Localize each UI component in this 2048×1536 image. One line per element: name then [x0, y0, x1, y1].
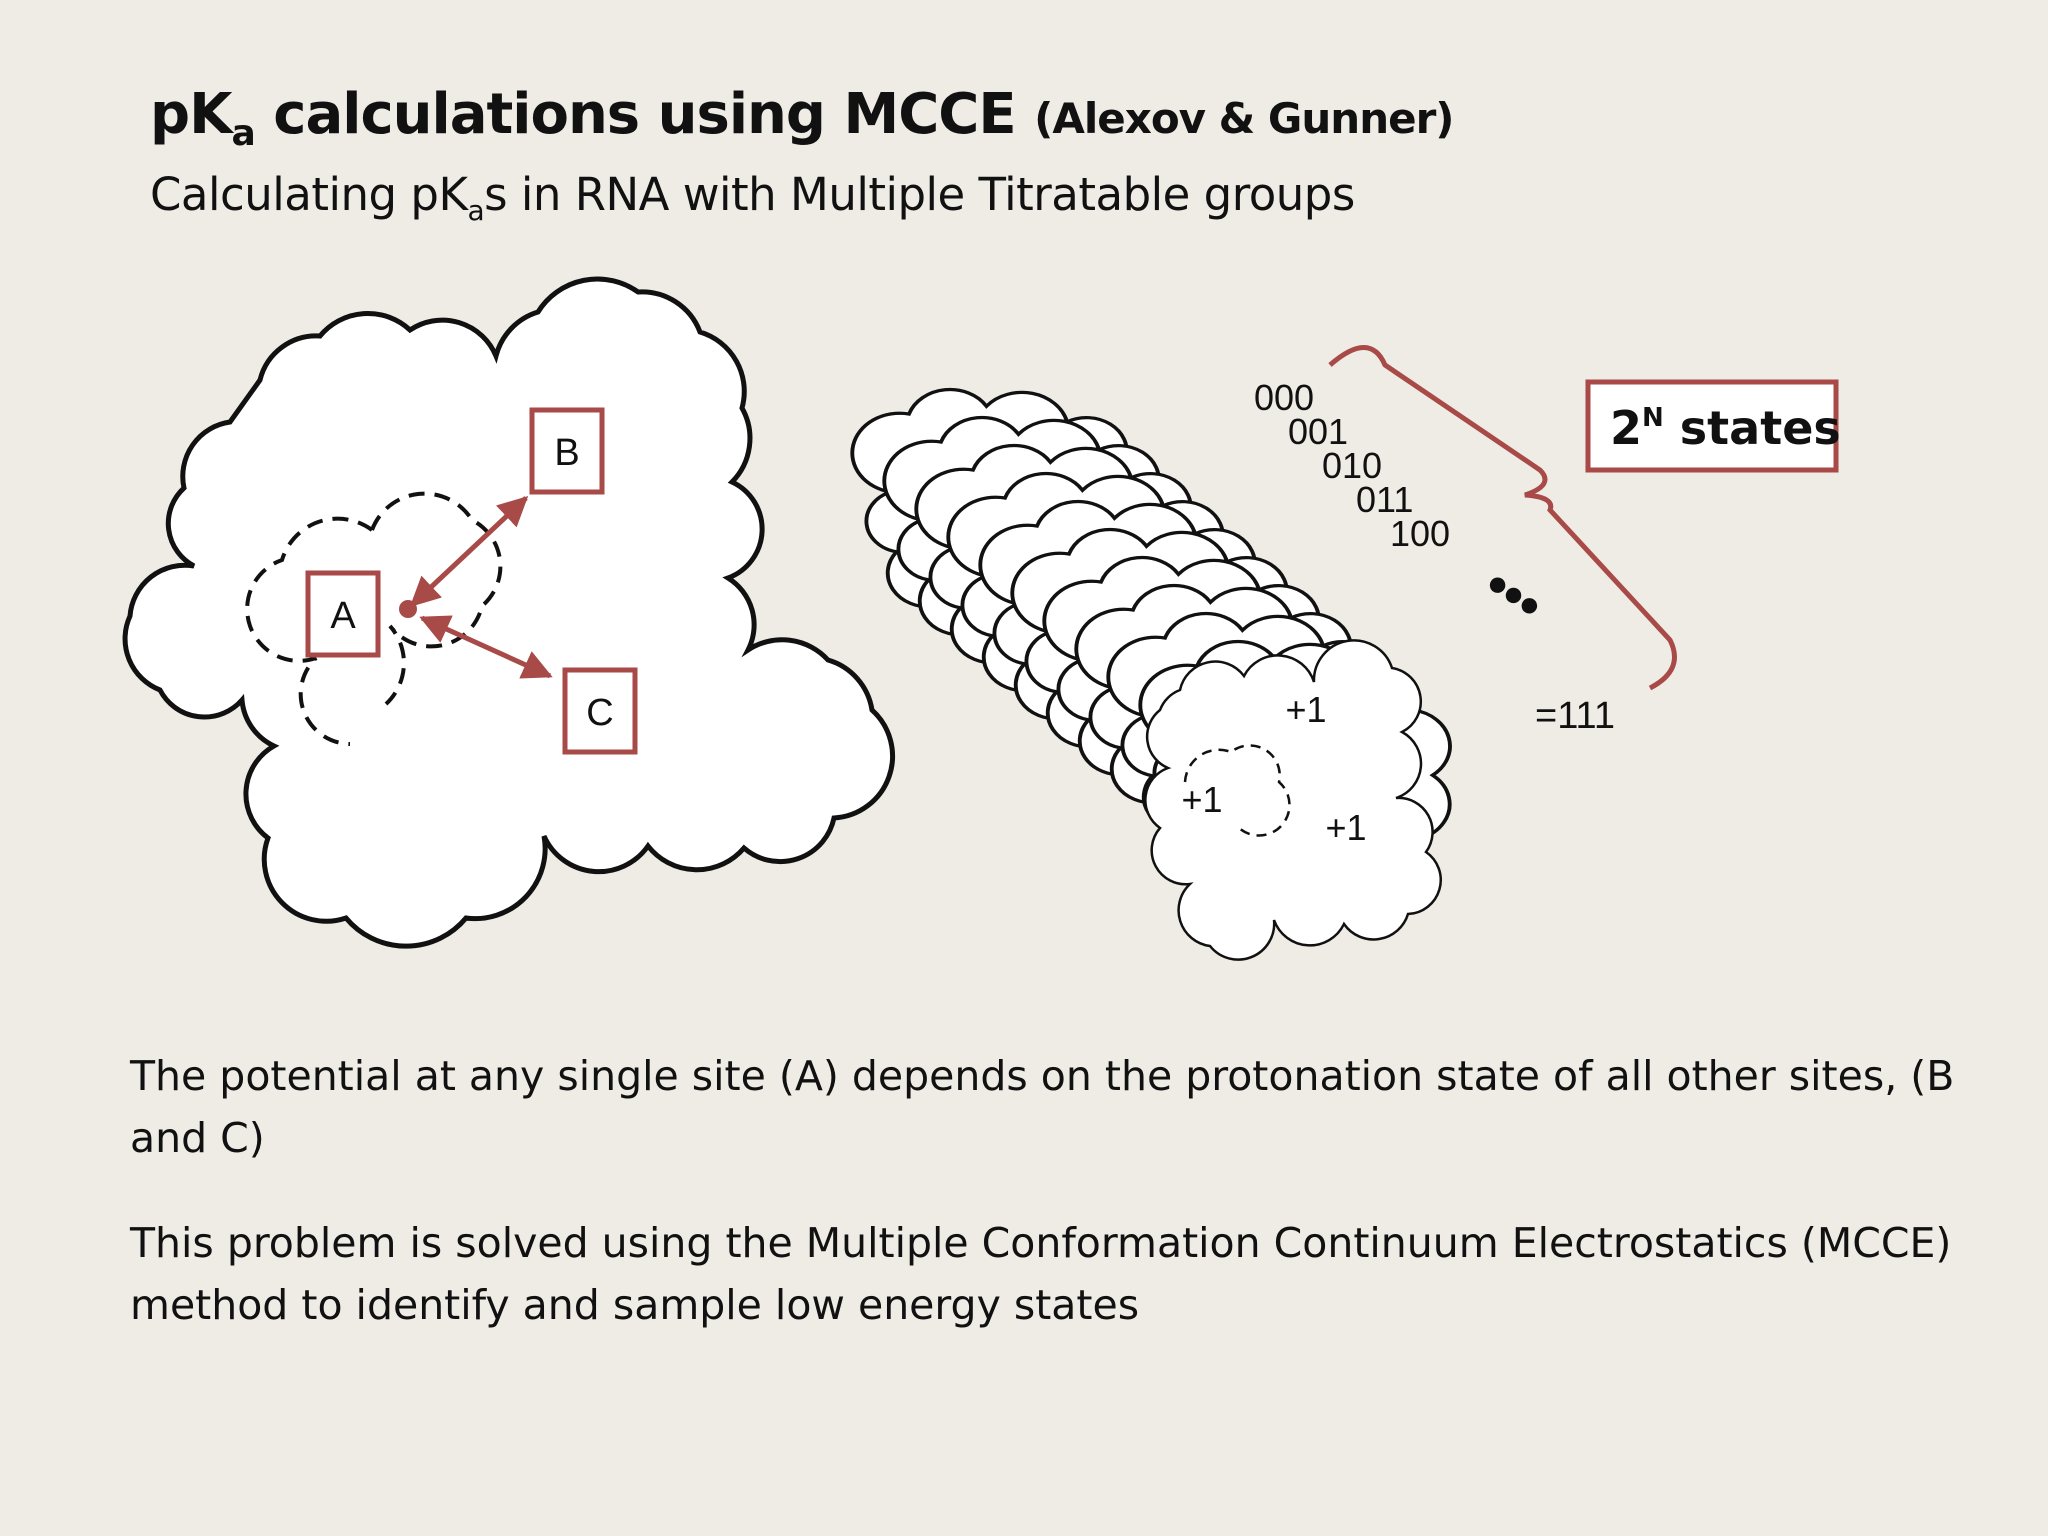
- svg-text:2N states: 2N states: [1610, 401, 1841, 455]
- arrow-a-to-b: [409, 495, 529, 608]
- site-box-b: B: [529, 407, 605, 495]
- svg-text:C: C: [586, 692, 613, 734]
- final-state-code: =111: [1535, 695, 1615, 737]
- state-code: 011: [1356, 479, 1413, 520]
- states-count-box: 2N states: [1585, 379, 1841, 473]
- state-code: 001: [1288, 411, 1348, 452]
- ellipsis: •••: [1473, 555, 1553, 636]
- site-a-dot: [399, 600, 417, 618]
- site-box-a: A: [305, 570, 381, 658]
- state-code: 000: [1254, 377, 1314, 418]
- curly-brace: [1328, 345, 1677, 691]
- svg-text:A: A: [330, 595, 356, 637]
- charge-label-right: +1: [1325, 807, 1366, 848]
- front-dashed-region: [1183, 744, 1291, 837]
- molecule-outline: [122, 276, 896, 949]
- svg-text:B: B: [554, 432, 579, 474]
- charge-label-top: +1: [1285, 689, 1326, 730]
- state-code: 010: [1322, 445, 1382, 486]
- explanation-paragraph-2: This problem is solved using the Multipl…: [130, 1219, 1952, 1329]
- slide-title: pKa calculations using MCCE (Alexov & Gu…: [150, 82, 1455, 154]
- slide-subtitle: Calculating pKas in RNA with Multiple Ti…: [150, 168, 1355, 227]
- arrow-a-to-c: [419, 615, 553, 679]
- charge-label-left: +1: [1181, 779, 1222, 820]
- explanation-paragraph-1: The potential at any single site (A) dep…: [130, 1052, 1955, 1162]
- front-molecule: [1144, 639, 1442, 961]
- state-code: 100: [1390, 513, 1450, 554]
- site-box-c: C: [562, 667, 638, 755]
